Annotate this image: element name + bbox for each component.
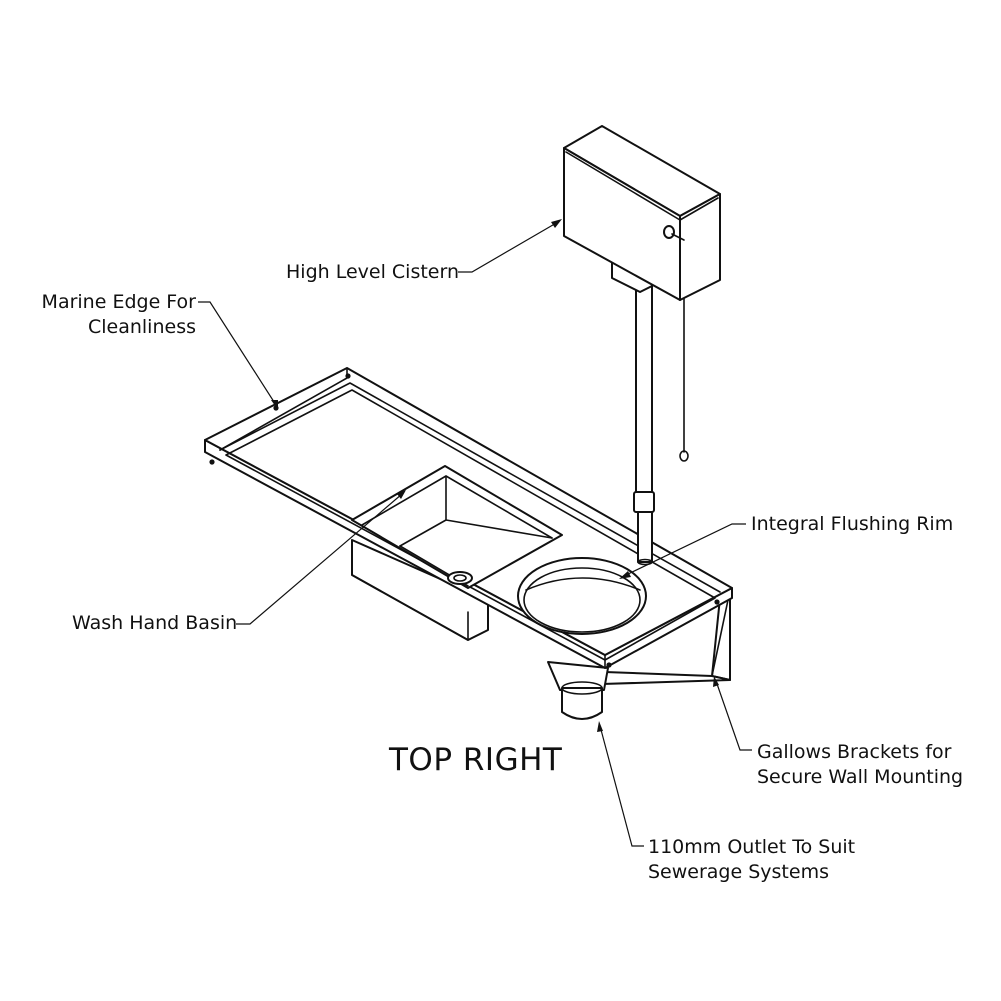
label-integral-flushing-rim: Integral Flushing Rim — [751, 512, 953, 537]
label-gallows-brackets-line2: Secure Wall Mounting — [757, 766, 964, 788]
label-outlet-line2: Sewerage Systems — [648, 861, 829, 883]
flush-pipe — [633, 279, 655, 566]
view-title: TOP RIGHT — [389, 742, 563, 778]
label-marine-edge-line1: Marine Edge For — [41, 291, 196, 313]
leader-lines — [198, 219, 752, 847]
label-wash-hand-basin-text: Wash Hand Basin — [72, 612, 238, 634]
label-integral-flushing-rim-text: Integral Flushing Rim — [751, 513, 954, 535]
label-marine-edge-line2: Cleanliness — [87, 316, 196, 338]
wash-hand-basin — [351, 465, 563, 589]
toilet-pan — [517, 557, 647, 635]
label-outlet-line1: 110mm Outlet To Suit — [648, 836, 856, 858]
label-wash-hand-basin: Wash Hand Basin — [72, 611, 237, 636]
high-level-cistern — [563, 125, 721, 301]
outlet-pipe — [547, 661, 609, 720]
label-gallows-brackets: Gallows Brackets for Secure Wall Mountin… — [757, 740, 963, 790]
label-high-level-cistern-text: High Level Cistern — [286, 261, 460, 283]
label-outlet: 110mm Outlet To Suit Sewerage Systems — [648, 835, 855, 885]
label-high-level-cistern: High Level Cistern — [286, 260, 459, 285]
label-gallows-brackets-line1: Gallows Brackets for — [757, 741, 952, 763]
label-marine-edge: Marine Edge For Cleanliness — [40, 290, 196, 340]
